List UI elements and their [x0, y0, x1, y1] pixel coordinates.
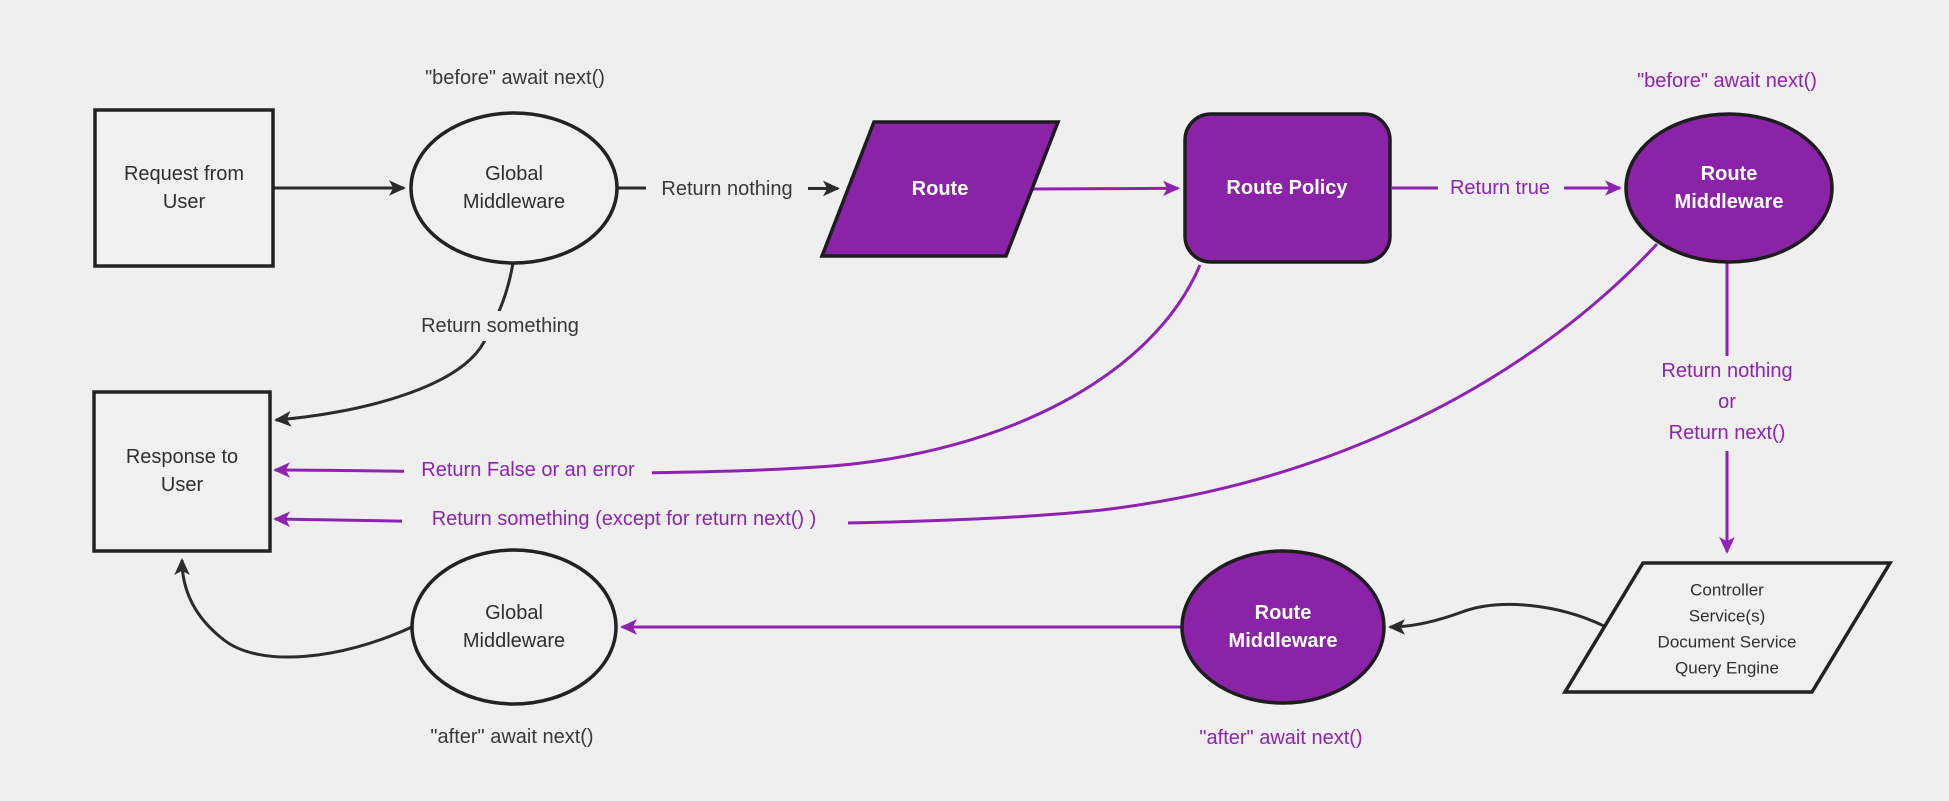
request-node-label-line1: Request from	[124, 163, 244, 185]
node-global-middleware-bottom: Global Middleware	[410, 548, 618, 706]
controller-node-shape	[1561, 561, 1894, 694]
global-middleware-top-label-line2: Middleware	[463, 191, 565, 213]
node-route-middleware-bottom: Route Middleware	[1180, 549, 1386, 705]
svg-text:or: or	[1718, 391, 1736, 413]
route-middleware-bottom-label-line1: Route	[1255, 602, 1312, 624]
route-middleware-bottom-shape	[1180, 549, 1386, 705]
svg-text:Return nothing: Return nothing	[661, 178, 792, 200]
route-middleware-top-label-line1: Route	[1701, 163, 1758, 185]
node-controller-services: Controller Service(s) Document Service Q…	[1561, 561, 1894, 694]
edge-label-return-true: Return true	[1438, 174, 1564, 203]
request-node-label-line2: User	[163, 191, 206, 213]
controller-node-label-line2: Service(s)	[1689, 607, 1766, 626]
route-policy-node-shape	[1183, 112, 1392, 264]
response-node-label-line1: Response to	[126, 446, 238, 468]
global-middleware-top-label-line1: Global	[485, 163, 543, 185]
route-policy-node-label: Route Policy	[1226, 177, 1348, 199]
edge-controller-to-route-middleware-bottom	[1388, 602, 1605, 635]
global-middleware-top-shape	[409, 111, 619, 265]
svg-text:Return true: Return true	[1450, 177, 1550, 199]
svg-text:Return False or an error: Return False or an error	[421, 459, 635, 481]
edge-label-return-something-except: Return something (except for return next…	[402, 505, 848, 534]
controller-node-label-line3: Document Service	[1658, 633, 1797, 652]
node-request-from-user: Request from User	[93, 108, 275, 268]
route-node-shape	[819, 120, 1061, 258]
edge-global-middleware-to-response	[174, 558, 413, 659]
annotation-after-await-route: "after" await next()	[1199, 727, 1362, 749]
edge-label-return-something: Return something	[406, 311, 594, 341]
controller-node-label-line1: Controller	[1690, 581, 1764, 600]
global-middleware-bottom-label-line1: Global	[485, 602, 543, 624]
annotation-before-await-route: "before" await next()	[1637, 70, 1817, 92]
svg-text:Return nothing: Return nothing	[1661, 360, 1792, 382]
node-route-policy: Route Policy	[1183, 112, 1392, 264]
node-response-to-user: Response to User	[92, 390, 272, 553]
controller-node-label-line4: Query Engine	[1675, 659, 1779, 678]
route-middleware-top-label-line2: Middleware	[1675, 191, 1784, 213]
route-middleware-bottom-label-line2: Middleware	[1229, 630, 1338, 652]
global-middleware-bottom-label-line2: Middleware	[463, 630, 565, 652]
svg-text:Return something (except for r: Return something (except for return next…	[432, 508, 817, 530]
route-middleware-top-shape	[1624, 112, 1834, 264]
edge-label-return-false-or-error: Return False or an error	[404, 456, 652, 485]
global-middleware-bottom-shape	[410, 548, 618, 706]
edge-global-middleware-return-something	[274, 262, 515, 427]
edge-label-return-nothing: Return nothing	[646, 174, 808, 203]
svg-text:Return next(): Return next()	[1669, 422, 1786, 444]
svg-text:Return something: Return something	[421, 315, 579, 337]
request-node-shape	[93, 108, 275, 268]
route-node-label: Route	[912, 178, 969, 200]
node-route-middleware-top: Route Middleware	[1624, 112, 1834, 264]
response-node-shape	[92, 390, 272, 553]
node-global-middleware-top: Global Middleware	[409, 111, 619, 265]
node-route: Route	[819, 120, 1061, 258]
response-node-label-line2: User	[161, 474, 204, 496]
annotation-after-await-global: "after" await next()	[430, 726, 593, 748]
annotation-before-await-global: "before" await next()	[425, 67, 605, 89]
edge-route-to-route-policy	[1032, 180, 1180, 197]
edge-label-return-nothing-or-next: Return nothing or Return next()	[1638, 356, 1818, 451]
